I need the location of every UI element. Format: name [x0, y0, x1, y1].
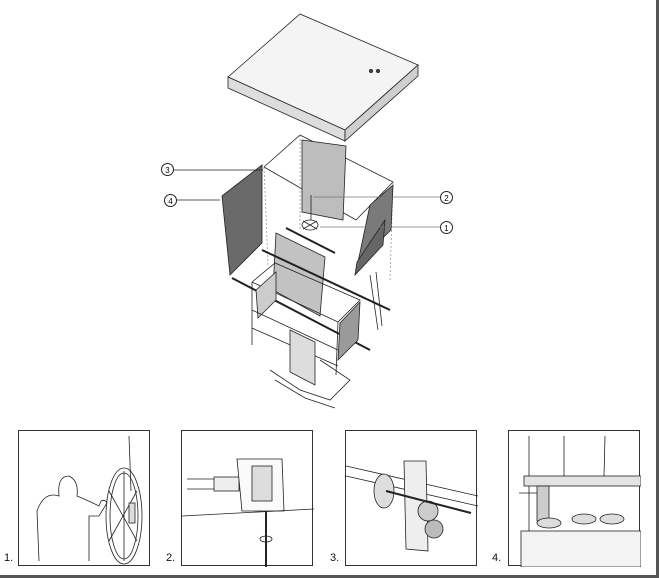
middle-panel: [272, 232, 326, 317]
callout-3: 3: [161, 163, 174, 176]
step-panel-1-operator-handwheel: [18, 430, 150, 566]
callout-4: 4: [164, 194, 177, 207]
roof-slab: [227, 13, 419, 142]
lower-frame: [231, 249, 391, 409]
exploded-structure-drawing: [174, 13, 440, 409]
step-panel-4-pulley-mechanism: [508, 430, 641, 567]
step-panel-3-gear-drive: [345, 430, 478, 566]
step-label-3: 3.: [330, 552, 340, 564]
callout-2: 2: [440, 191, 453, 204]
step-label-2: 2.: [166, 552, 176, 564]
step-label-4: 4.: [492, 552, 502, 564]
callout-1: 1: [440, 221, 453, 234]
step-panel-2-gearbox: [181, 430, 314, 567]
step-label-1: 1.: [4, 552, 14, 564]
upper-frame: [221, 134, 394, 281]
